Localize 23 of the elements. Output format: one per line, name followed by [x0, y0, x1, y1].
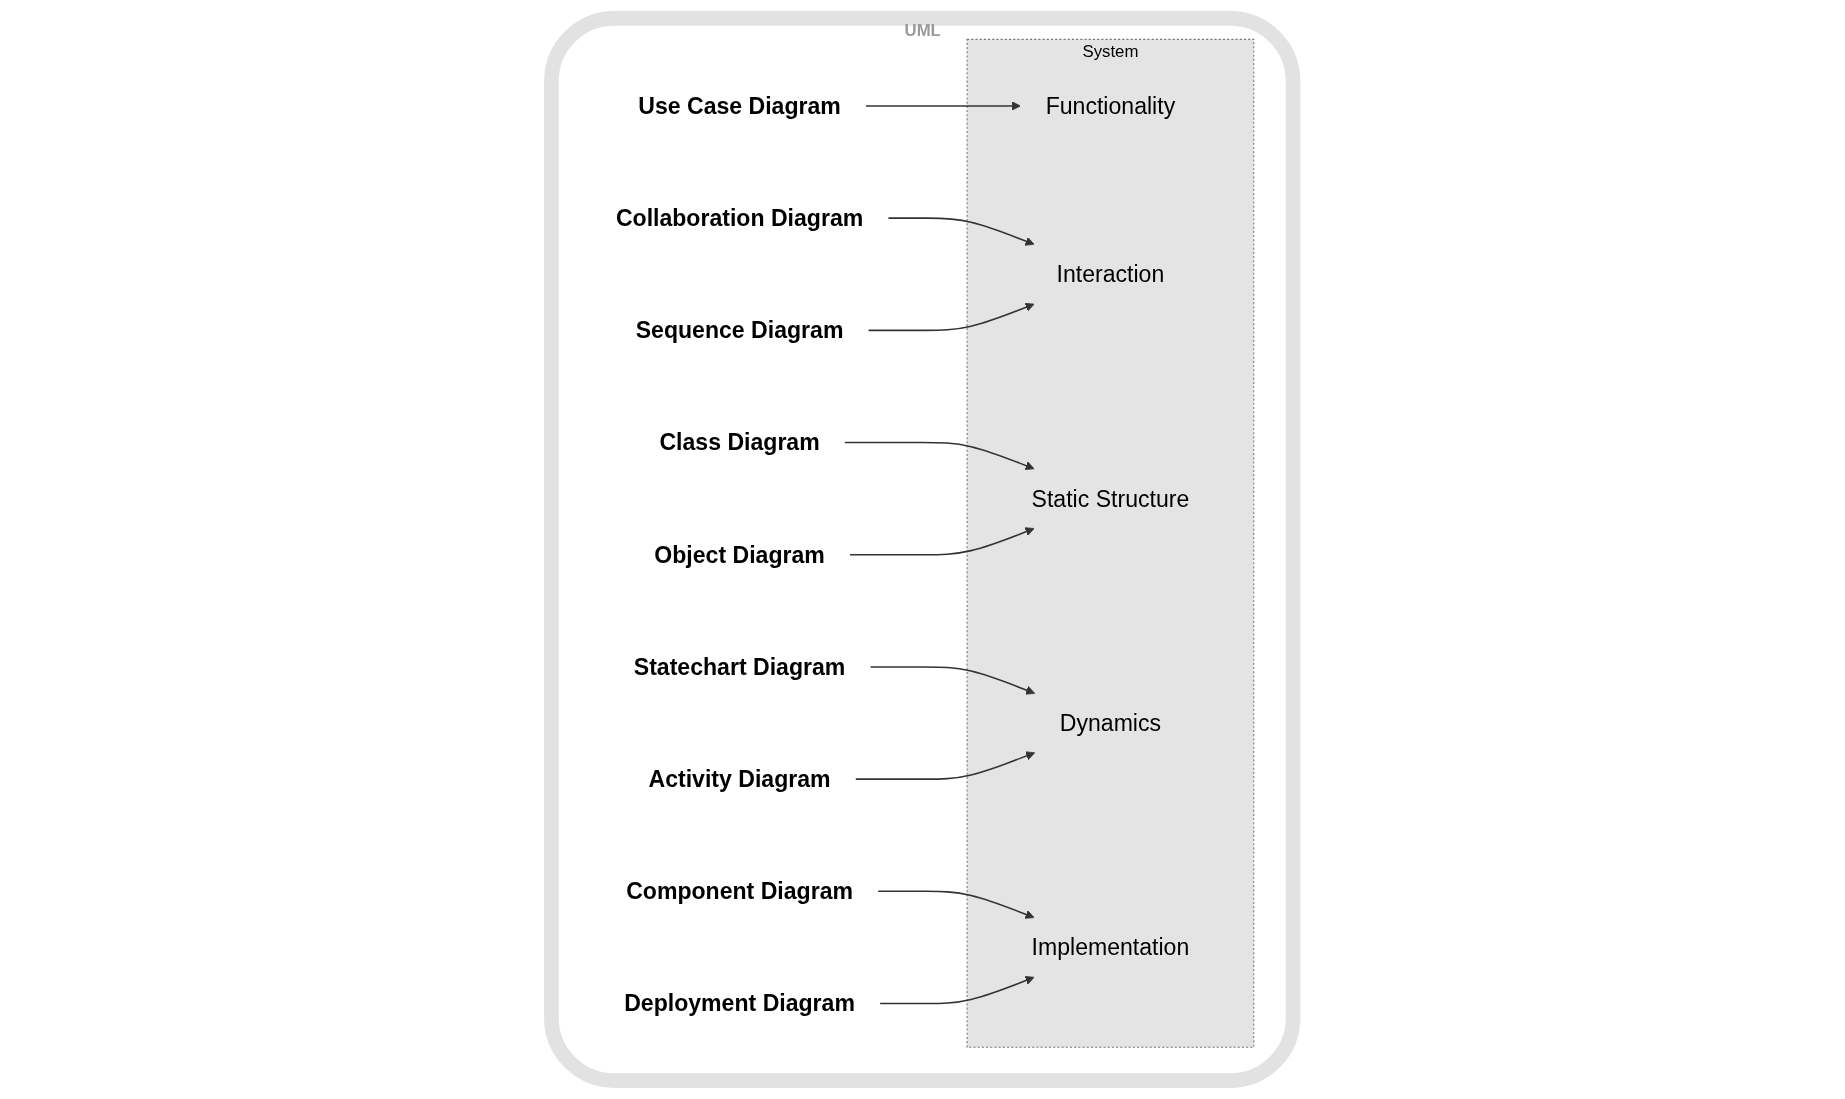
arrow: [879, 976, 1035, 1005]
node-text: Deployment Diagram: [624, 990, 856, 1017]
arrow: [877, 890, 1035, 919]
node-text: Activity Diagram: [648, 766, 831, 793]
node-text: Implementation: [1031, 934, 1190, 961]
node-text: Use Case Diagram: [638, 92, 842, 120]
arrow: [849, 527, 1035, 556]
node-text: Class Diagram: [659, 429, 820, 456]
arrow: [844, 441, 1035, 470]
node-text: Functionality: [1045, 92, 1176, 120]
node-text: Dynamics: [1060, 709, 1162, 737]
node-text: Statechart Diagram: [634, 653, 846, 681]
node-text: Component Diagram: [626, 878, 854, 905]
node-text: Collaboration Diagram: [616, 205, 864, 232]
node-text: Sequence Diagram: [635, 317, 844, 344]
node-text: Object Diagram: [654, 541, 826, 568]
arrow: [887, 217, 1035, 246]
node-text: Static Structure: [1031, 485, 1190, 512]
arrow: [855, 751, 1036, 780]
node-text: Interaction: [1056, 261, 1165, 288]
arrow: [869, 666, 1036, 695]
arrow: [868, 302, 1035, 332]
arrow: [865, 101, 1022, 111]
